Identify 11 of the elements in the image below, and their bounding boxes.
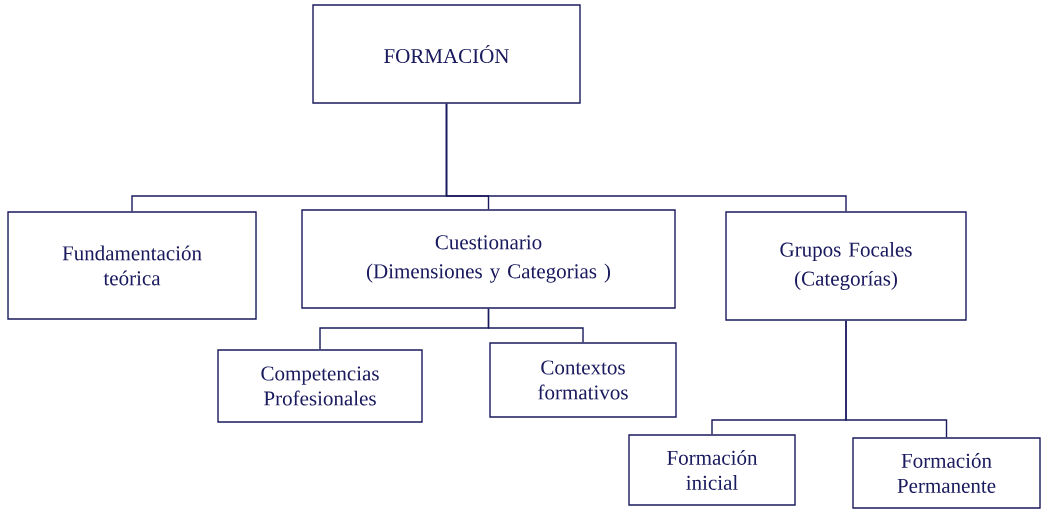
text-box: Contextos formativos <box>489 342 677 418</box>
connector-line <box>445 103 847 212</box>
text-box: FORMACIÓN <box>312 4 581 104</box>
text-box: Formación Permanente <box>852 437 1041 509</box>
text-box: Grupos Focales (Categorías) <box>725 211 967 321</box>
text-box: Cuestionario (Dimensiones y Categorias ) <box>301 209 676 309</box>
connector-line <box>487 308 584 343</box>
text-box: Competencias Profesionales <box>217 349 423 423</box>
text-box: Fundamentación teórica <box>7 211 257 320</box>
text-box: Formación inicial <box>628 434 796 506</box>
connector-line <box>845 320 948 438</box>
